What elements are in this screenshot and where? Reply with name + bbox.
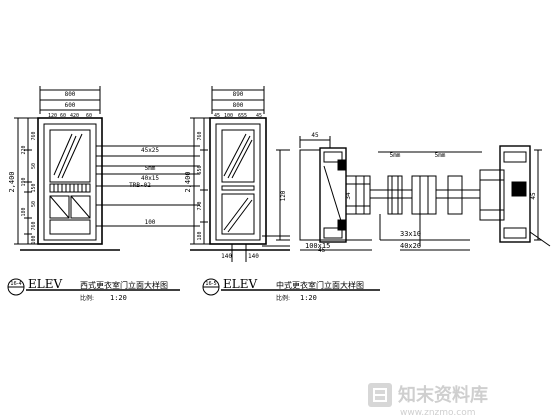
- dim-mid-top-1: 890: [233, 91, 244, 98]
- caption-2-number: 16-5: [205, 281, 216, 287]
- watermark-logo: [368, 383, 392, 407]
- callout-3: 40x15: [141, 175, 159, 182]
- dim-mid-part-2: 100: [224, 113, 233, 119]
- caption-2: 16-5 ELEV 中式更衣室门立面大样图 比例: 1:20: [205, 277, 364, 302]
- caption-1: 16-4 ELEV 西式更衣室门立面大样图 比例: 1:20: [10, 277, 168, 302]
- left-door-label: TRB-02: [129, 182, 151, 189]
- dim-mid-part-3: 655: [238, 113, 247, 119]
- left-door-text: 800 600 120 60 420 60 2,400 760 50 150 5…: [8, 91, 151, 245]
- dim-left-small-2: 190: [21, 177, 27, 186]
- dim-mid-bottom-1: 140: [221, 253, 232, 260]
- dim-mid-part-4: 45: [256, 113, 262, 119]
- caption-marks: [7, 278, 380, 296]
- caption-2-name: 中式更衣室门立面大样图: [276, 280, 364, 290]
- caption-1-scale-label: 比例:: [80, 294, 94, 302]
- middle-door-text: 890 800 45 100 655 45 2,400 760 550 770 …: [184, 91, 262, 260]
- sec-side-4: 45: [530, 192, 537, 200]
- sec-top-2: 5mm: [390, 152, 401, 159]
- dim-mid-bottom-2: 140: [248, 253, 259, 260]
- sec-bottom-2: 33x10: [400, 230, 421, 238]
- sec-bottom-3: 40x20: [400, 242, 421, 250]
- watermark-url: www.znzmo.com: [400, 408, 475, 418]
- sec-side-1: 34: [345, 192, 352, 200]
- caption-2-elev: ELEV: [223, 277, 257, 291]
- dim-left-small-1: 220: [21, 145, 27, 154]
- dim-left-top-2: 600: [65, 102, 76, 109]
- caption-2-scale: 1:20: [300, 294, 317, 302]
- left-door-elevation: [14, 86, 120, 251]
- dim-mid-side-4: 180: [197, 231, 203, 240]
- dim-left-part-3: 420: [70, 113, 79, 119]
- dim-mid-side-2: 550: [197, 165, 203, 174]
- callout-2: 5mm: [145, 165, 156, 172]
- dim-mid-part-1: 45: [214, 113, 220, 119]
- middle-door-elevation: [190, 86, 290, 262]
- sec-top-1: 45: [311, 132, 319, 139]
- dim-left-part-1: 120: [48, 113, 57, 119]
- dim-left-side-3: 150: [31, 183, 37, 192]
- dim-left-side-4: 50: [31, 201, 37, 207]
- section-detail: [276, 136, 551, 251]
- section-text: 45 5mm 5mm 34 120 45 45 100x15 33x10 40x…: [280, 132, 537, 254]
- sec-side-2: 120: [280, 190, 287, 201]
- dim-left-part-2: 60: [60, 113, 66, 119]
- dim-left-total: 2,400: [8, 171, 16, 192]
- dim-left-side-1: 760: [31, 131, 37, 140]
- callout-4: 100: [145, 219, 156, 226]
- sec-top-3: 5mm: [435, 152, 446, 159]
- caption-1-number: 16-4: [10, 281, 21, 287]
- dim-left-side-2: 50: [31, 163, 37, 169]
- callout-leaders: [96, 145, 200, 227]
- dim-left-side-6: 100: [31, 235, 37, 244]
- dim-left-side-5: 760: [31, 221, 37, 230]
- callout-text: 45x25 5mm 40x15 100: [141, 147, 159, 226]
- callout-1: 45x25: [141, 147, 159, 154]
- watermark: 知末资料库 www.znzmo.com: [0, 375, 560, 420]
- dim-mid-total: 2,400: [184, 171, 192, 192]
- dim-mid-side-3: 770: [197, 201, 203, 210]
- caption-2-scale-label: 比例:: [276, 294, 290, 302]
- dim-mid-top-2: 800: [233, 102, 244, 109]
- sec-side-3: 45: [318, 247, 326, 254]
- caption-1-scale: 1:20: [110, 294, 127, 302]
- watermark-text-cn: 知末资料库: [398, 384, 488, 406]
- cad-drawing: 800 600 120 60 420 60 2,400 760 50 150 5…: [7, 86, 551, 302]
- dim-left-top-1: 800: [65, 91, 76, 98]
- dim-mid-side-1: 760: [197, 131, 203, 140]
- caption-1-name: 西式更衣室门立面大样图: [80, 280, 168, 290]
- caption-1-elev: ELEV: [28, 277, 62, 291]
- sec-bottom-1: 100x15: [305, 242, 330, 250]
- dim-left-part-4: 60: [86, 113, 92, 119]
- dim-left-small-3: 180: [21, 207, 27, 216]
